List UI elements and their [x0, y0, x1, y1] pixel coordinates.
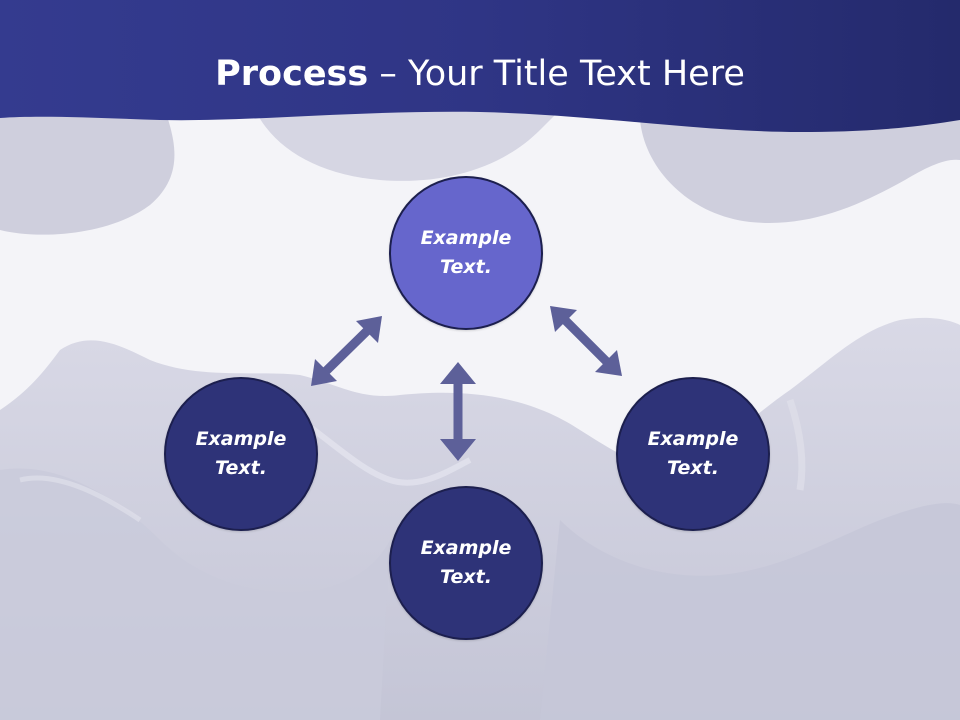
arrow-top-left: [311, 316, 382, 386]
node-left-line1: Example: [195, 428, 287, 450]
process-node-left: Example Text.: [164, 377, 318, 531]
node-bottom-line2: Text.: [440, 566, 492, 588]
slide-title: Process – Your Title Text Here: [0, 52, 960, 96]
node-bottom-line1: Example: [420, 537, 512, 559]
arrow-vertical: [440, 362, 476, 461]
node-top-line1: Example: [420, 227, 512, 249]
process-node-top: Example Text.: [389, 176, 543, 330]
node-right-line2: Text.: [667, 457, 719, 479]
process-node-right: Example Text.: [616, 377, 770, 531]
title-rest: – Your Title Text Here: [368, 54, 745, 94]
node-left-line2: Text.: [215, 457, 267, 479]
node-left-label: Example Text.: [176, 425, 306, 483]
node-top-label: Example Text.: [401, 224, 531, 282]
node-bottom-label: Example Text.: [401, 534, 531, 592]
arrow-top-right: [550, 306, 622, 376]
node-right-label: Example Text.: [628, 425, 758, 483]
title-bold: Process: [215, 54, 369, 94]
node-right-line1: Example: [647, 428, 739, 450]
node-top-line2: Text.: [440, 256, 492, 278]
process-node-bottom: Example Text.: [389, 486, 543, 640]
